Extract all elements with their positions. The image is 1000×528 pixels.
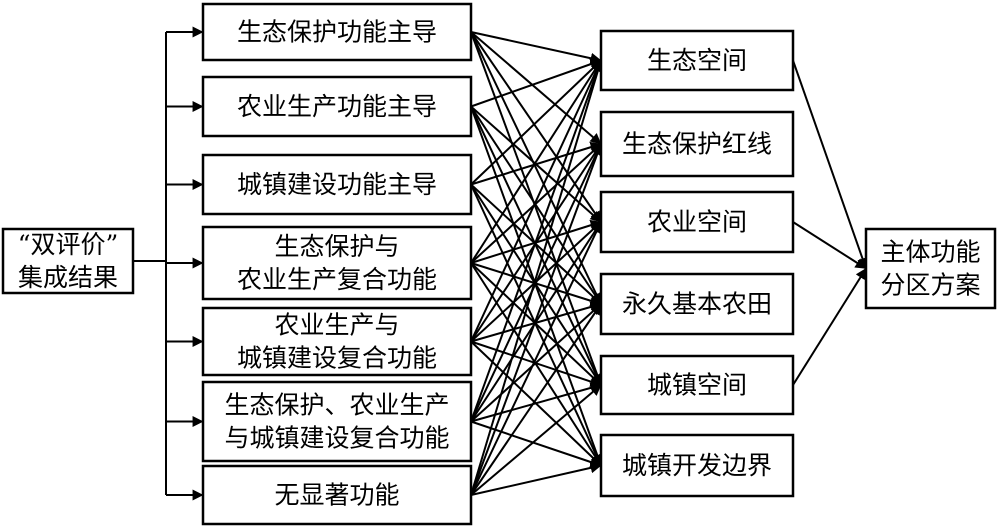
edge-f1-to-s1 [470, 31, 602, 64]
function-node-1-frame [201, 2, 473, 62]
result-node-label-line-1: 主体功能 [880, 238, 980, 267]
edge-f7-to-s1 [470, 59, 604, 496]
source-distribution-bus [133, 26, 204, 501]
edge-f7-to-s5 [470, 384, 602, 496]
edge-f4-to-s2 [470, 143, 602, 264]
function-node-6-label-line-1: 生态保护、农业生产 [224, 391, 449, 420]
source-node-frame [1, 227, 135, 295]
edge-f6-to-s2 [470, 143, 602, 422]
edge-f1-to-s4 [470, 31, 602, 305]
edge-s1-to-result [792, 60, 868, 270]
edge-f4-to-s5 [470, 262, 602, 386]
function-node-4-label-line-1: 生态保护与 [274, 232, 399, 261]
function-node-3-label-line-1: 城镇建设功能主导 [237, 170, 437, 199]
space-node-6-frame [599, 433, 795, 498]
edge-f7-to-s3 [470, 221, 602, 496]
function-node-3-frame [201, 153, 473, 216]
space-node-4: 永久基本农田 [599, 272, 795, 336]
function-node-2-frame [201, 75, 473, 138]
space-node-4-frame [599, 272, 795, 336]
space-node-2-frame [599, 110, 795, 178]
space-node-4-label-line-1: 永久基本农田 [622, 290, 772, 319]
function-node-1: 生态保护功能主导 [201, 2, 473, 62]
connector-layer [470, 31, 868, 496]
edge-f6-to-s1 [470, 59, 603, 422]
result-node-frame [864, 227, 997, 310]
function-node-7: 无显著功能 [201, 464, 473, 526]
space-node-1-label-line-1: 生态空间 [647, 46, 747, 75]
space-node-5-label-line-1: 城镇空间 [647, 371, 747, 400]
edge-f7-to-s4 [470, 303, 602, 496]
edge-f1-to-s5 [470, 31, 603, 386]
edge-f5-to-s1 [470, 60, 602, 342]
space-node-2-label-line-1: 生态保护红线 [622, 130, 772, 159]
edge-f2-to-s1 [470, 58, 602, 108]
edge-f7-to-s2 [470, 143, 603, 496]
space-node-2: 生态保护红线 [599, 110, 795, 178]
edge-f7-to-s6 [470, 462, 602, 496]
result-node-label-line-2: 分区方案 [880, 271, 980, 300]
function-node-4-frame [201, 225, 473, 301]
function-node-3: 城镇建设功能主导 [201, 153, 473, 216]
function-node-2: 农业生产功能主导 [201, 75, 473, 138]
function-node-6-frame [201, 380, 473, 463]
function-node-5-frame [201, 306, 473, 377]
source-node-label-line-1: “双评价” [18, 230, 119, 259]
function-node-6-label-line-2: 与城镇建设复合功能 [224, 424, 449, 453]
space-node-1-frame [599, 29, 795, 92]
space-node-1: 生态空间 [599, 29, 795, 92]
edge-f2-to-s5 [470, 106, 602, 386]
function-node-4-label-line-2: 农业生产复合功能 [237, 265, 437, 294]
edge-s3-to-result [792, 221, 867, 270]
function-node-2-label-line-1: 农业生产功能主导 [237, 92, 437, 121]
space-node-3: 农业空间 [599, 190, 795, 254]
space-node-6-label-line-1: 城镇开发边界 [622, 451, 772, 480]
function-node-5-label-line-2: 城镇建设复合功能 [237, 344, 437, 373]
edge-s5-to-result [792, 267, 867, 386]
space-node-6: 城镇开发边界 [599, 433, 795, 498]
edge-f3-to-s2 [470, 141, 602, 186]
edge-f3-to-s1 [470, 59, 602, 186]
edge-f1-to-s2 [470, 31, 602, 145]
source-node: “双评价” 集成结果 [1, 227, 135, 295]
space-node-5-frame [599, 354, 795, 416]
edge-f6-to-s6 [470, 420, 602, 468]
function-node-1-label-line-1: 生态保护功能主导 [237, 18, 437, 47]
edge-f6-to-s5 [470, 382, 602, 423]
space-node-5: 城镇空间 [599, 354, 795, 416]
space-node-3-label-line-1: 农业空间 [647, 208, 747, 237]
function-node-7-label-line-1: 无显著功能 [274, 481, 399, 510]
space-node-3-frame [599, 190, 795, 254]
edge-f4-to-s1 [470, 59, 602, 264]
function-node-7-frame [201, 464, 473, 526]
edge-f6-to-s4 [470, 303, 602, 423]
function-node-5-label-line-1: 农业生产与 [274, 311, 399, 340]
source-node-label-line-2: 集成结果 [18, 263, 118, 292]
edge-f2-to-s4 [470, 105, 602, 305]
